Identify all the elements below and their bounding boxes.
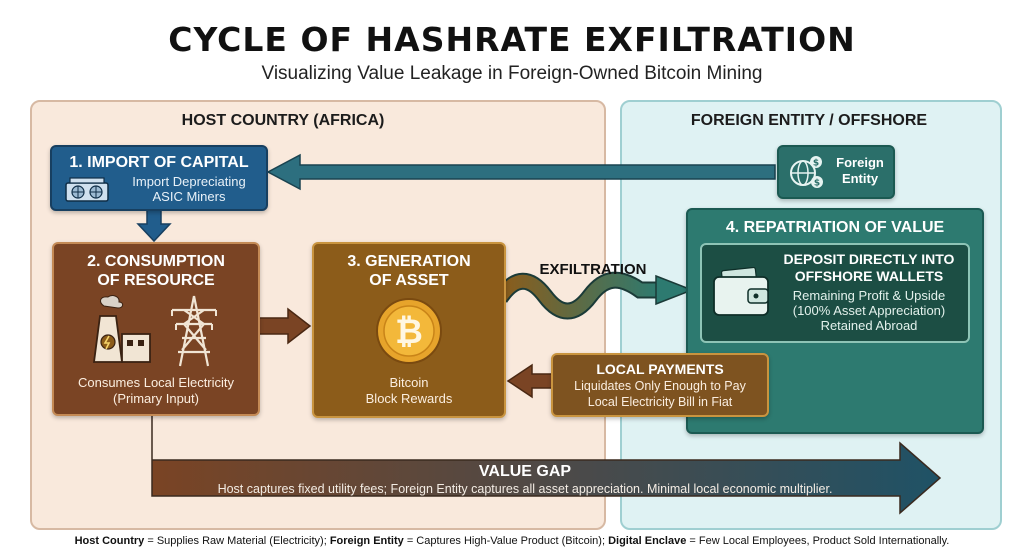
payments-to-generation-arrow [506,363,556,399]
import-capital-desc-2: ASIC Miners [152,189,226,204]
generation-title-2: OF ASSET [369,272,449,289]
exfiltration-arrow [492,271,695,320]
consumption-title-1: 2. CONSUMPTION [87,253,225,270]
legend-enclave-term: Digital Enclave [608,535,687,547]
local-payments-desc-1: Liquidates Only Enough to Pay [574,379,746,393]
value-gap-arrow [151,416,942,515]
offshore-wallet-panel: DEPOSIT DIRECTLY INTO OFFSHORE WALLETS R… [700,243,970,343]
import-capital-desc-1: Import Depreciating [132,174,246,189]
local-payments-box: LOCAL PAYMENTS Liquidates Only Enough to… [551,353,769,417]
consumption-resource-box: 2. CONSUMPTION OF RESOURCE Consumes Loca… [52,242,260,416]
page-title: CYCLE OF HASHRATE EXFILTRATION [168,20,856,59]
wallet-title-1: DEPOSIT DIRECTLY INTO [783,251,955,267]
import-to-consumption-arrow [136,208,172,243]
legend-foreign-term: Foreign Entity [329,535,404,547]
foreign-entity-line-1: Foreign [836,155,884,170]
legend-host-term: Host Country [74,535,145,547]
legend-host-def: = Supplies Raw Material (Electricity); [144,535,330,547]
page-subtitle: Visualizing Value Leakage in Foreign-Own… [261,63,763,84]
wallet-desc-1: Remaining Profit & Upside [792,288,946,303]
local-payments-desc-2: Local Electricity Bill in Fiat [587,395,733,409]
svg-text:$: $ [813,159,819,169]
generation-desc-1: Bitcoin [389,375,429,390]
consumption-to-generation-arrow [257,307,312,345]
exfiltration-label: EXFILTRATION [539,261,647,278]
generation-title-1: 3. GENERATION [347,253,471,270]
value-gap-desc: Host captures fixed utility fees; Foreig… [217,482,833,496]
legend-footer: Host Country = Supplies Raw Material (El… [0,535,1024,547]
foreign-entity-box: $ $ Foreign Entity [777,145,895,199]
generation-asset-box: 3. GENERATION OF ASSET ₿ Bitcoin Block R… [312,242,506,418]
consumption-title-2: OF RESOURCE [97,272,215,289]
repatriation-title: 4. REPATRIATION OF VALUE [725,219,945,236]
import-capital-box: 1. IMPORT OF CAPITAL Import Depreciating… [50,145,268,211]
repatriation-value-box: 4. REPATRIATION OF VALUE DEPOSIT DIRECTL… [686,208,984,434]
legend-foreign-def: = Captures High-Value Product (Bitcoin); [403,535,609,547]
import-capital-title: 1. IMPORT OF CAPITAL [69,154,249,171]
svg-text:₿: ₿ [395,312,423,352]
legend-enclave-def: = Few Local Employees, Product Sold Inte… [686,535,950,547]
consumption-desc-1: Consumes Local Electricity [77,375,235,390]
consumption-desc-2: (Primary Input) [113,391,199,406]
svg-text:$: $ [814,179,820,189]
generation-desc-2: Block Rewards [365,391,453,406]
foreign-entity-line-2: Entity [841,171,879,186]
capital-flow-arrow [266,153,776,191]
host-country-label: HOST COUNTRY (AFRICA) [181,112,385,129]
wallet-desc-3: Retained Abroad [820,318,918,333]
wallet-title-2: OFFSHORE WALLETS [794,268,944,284]
wallet-desc-2: (100% Asset Appreciation) [792,303,946,318]
value-gap-title: VALUE GAP [478,463,572,480]
local-payments-title: LOCAL PAYMENTS [596,361,724,377]
foreign-entity-label: FOREIGN ENTITY / OFFSHORE [690,112,928,129]
